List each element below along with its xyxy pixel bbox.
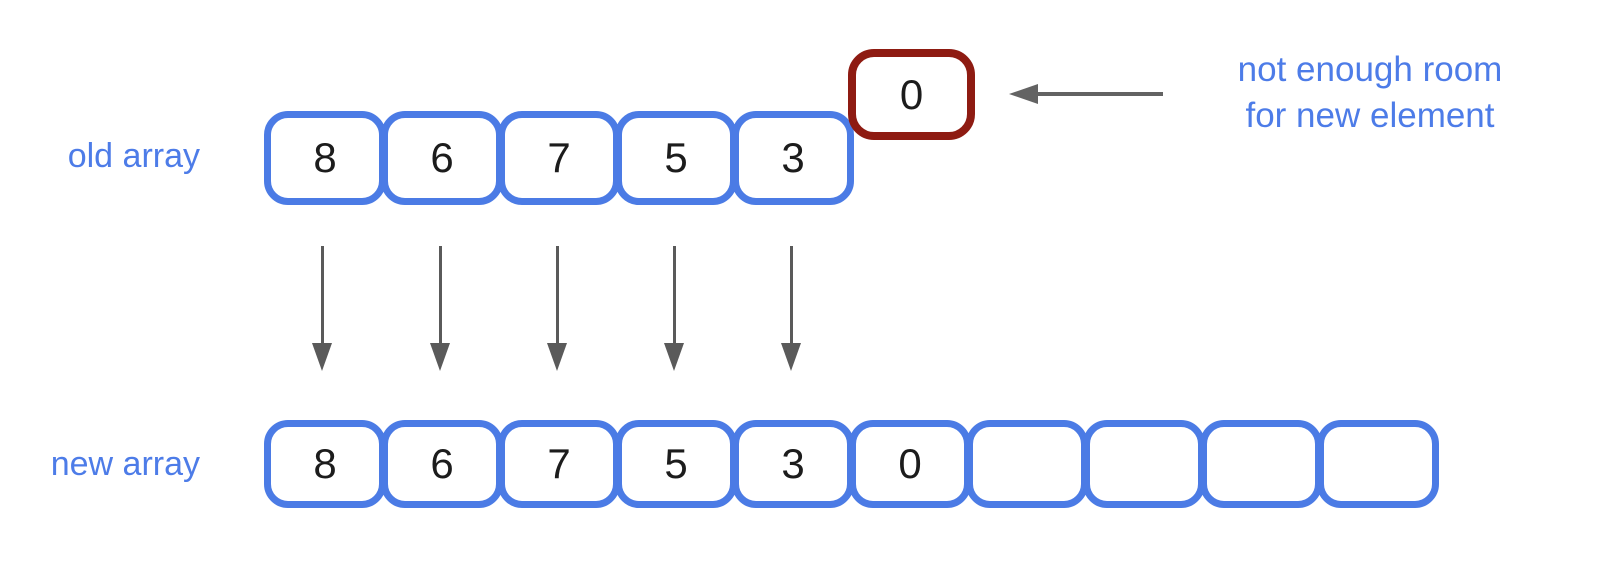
down-arrow-shaft: [438, 246, 442, 343]
down-arrow-shaft: [555, 246, 559, 343]
new-array-cell-0: 8: [264, 420, 386, 508]
down-arrow-shaft: [789, 246, 793, 343]
down-arrow-head: [312, 343, 332, 371]
old-array-cell-3: 5: [615, 111, 737, 205]
new-array-cell-5: 0: [849, 420, 971, 508]
new-array-cell-4: 3: [732, 420, 854, 508]
down-arrow-head: [781, 343, 801, 371]
left-arrow-shaft: [1036, 92, 1163, 96]
new-array-cell-6: [966, 420, 1088, 508]
down-arrow-icon-3: [664, 246, 684, 371]
left-arrow-icon: [1009, 84, 1163, 104]
annotation-line-2: for new element: [1245, 96, 1495, 135]
down-arrow-shaft: [320, 246, 324, 343]
down-arrow-icon-1: [430, 246, 450, 371]
overflow-cell: 0: [848, 49, 975, 140]
down-arrow-head: [547, 343, 567, 371]
old-array-cell-4: 3: [732, 111, 854, 205]
down-arrow-shaft: [672, 246, 676, 343]
down-arrow-icon-0: [312, 246, 332, 371]
annotation-text: not enough room for new element: [1170, 47, 1570, 139]
new-array-label: new array: [50, 445, 200, 483]
new-array-cell-3: 5: [615, 420, 737, 508]
new-array-row: 8 6 7 5 3 0: [264, 420, 1439, 508]
new-array-cell-9: [1317, 420, 1439, 508]
annotation-line-1: not enough room: [1237, 50, 1503, 89]
down-arrow-head: [664, 343, 684, 371]
down-arrow-icon-4: [781, 246, 801, 371]
old-array-cell-1: 6: [381, 111, 503, 205]
old-array-row: 8 6 7 5 3: [264, 111, 854, 205]
left-arrow-head: [1009, 84, 1038, 104]
old-array-label: old array: [67, 137, 200, 175]
new-array-cell-2: 7: [498, 420, 620, 508]
old-array-cell-0: 8: [264, 111, 386, 205]
down-arrow-head: [430, 343, 450, 371]
old-array-cell-2: 7: [498, 111, 620, 205]
new-array-cell-1: 6: [381, 420, 503, 508]
new-array-cell-8: [1200, 420, 1322, 508]
new-array-cell-7: [1083, 420, 1205, 508]
down-arrow-icon-2: [547, 246, 567, 371]
